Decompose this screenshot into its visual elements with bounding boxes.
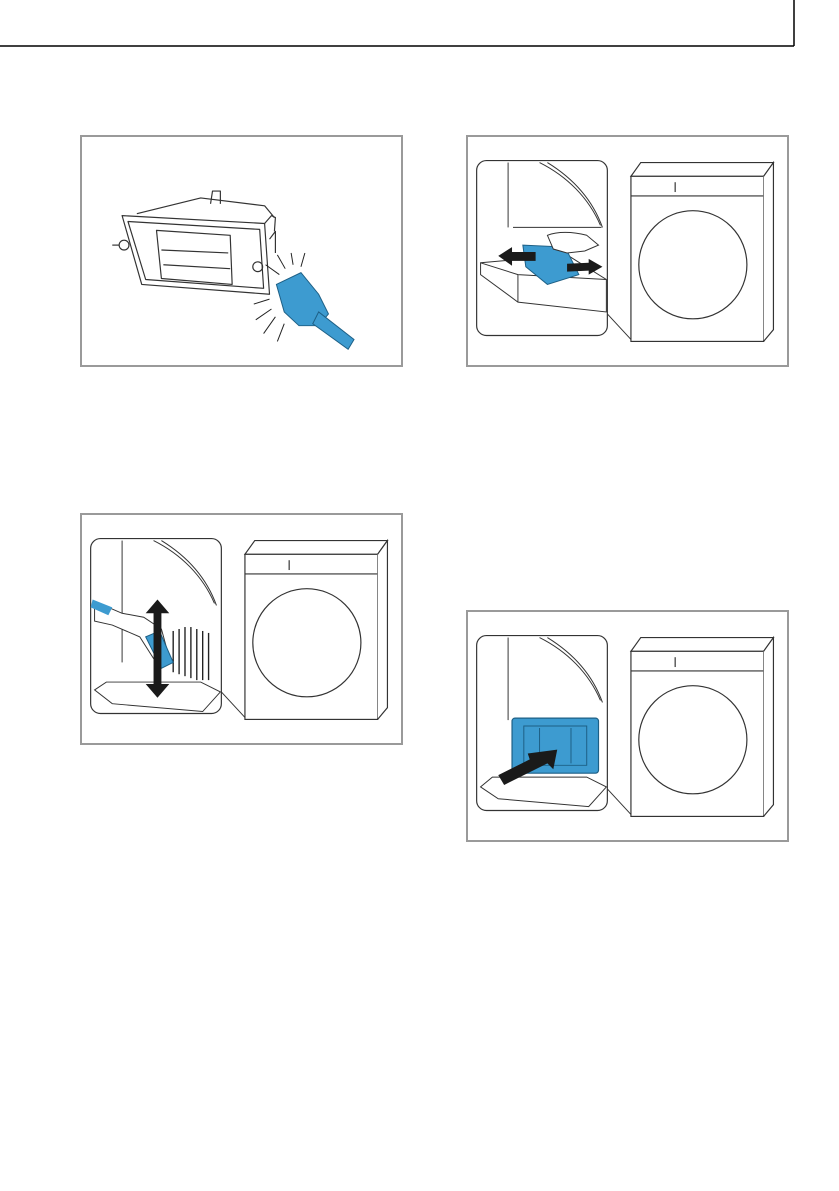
illustration-pull-out-flap bbox=[466, 135, 789, 367]
insert-cover-drawing bbox=[468, 612, 787, 840]
page-top-rule bbox=[0, 0, 839, 48]
brush-icon bbox=[276, 273, 354, 350]
illustration-brush-filter bbox=[80, 135, 403, 367]
illustration-insert-cover bbox=[466, 610, 789, 842]
filter-housing-drawing bbox=[82, 137, 401, 365]
illustration-clean-heat-exchanger bbox=[80, 513, 403, 745]
condenser-flap-drawing bbox=[468, 137, 787, 365]
heat-exchanger-drawing bbox=[82, 515, 401, 743]
